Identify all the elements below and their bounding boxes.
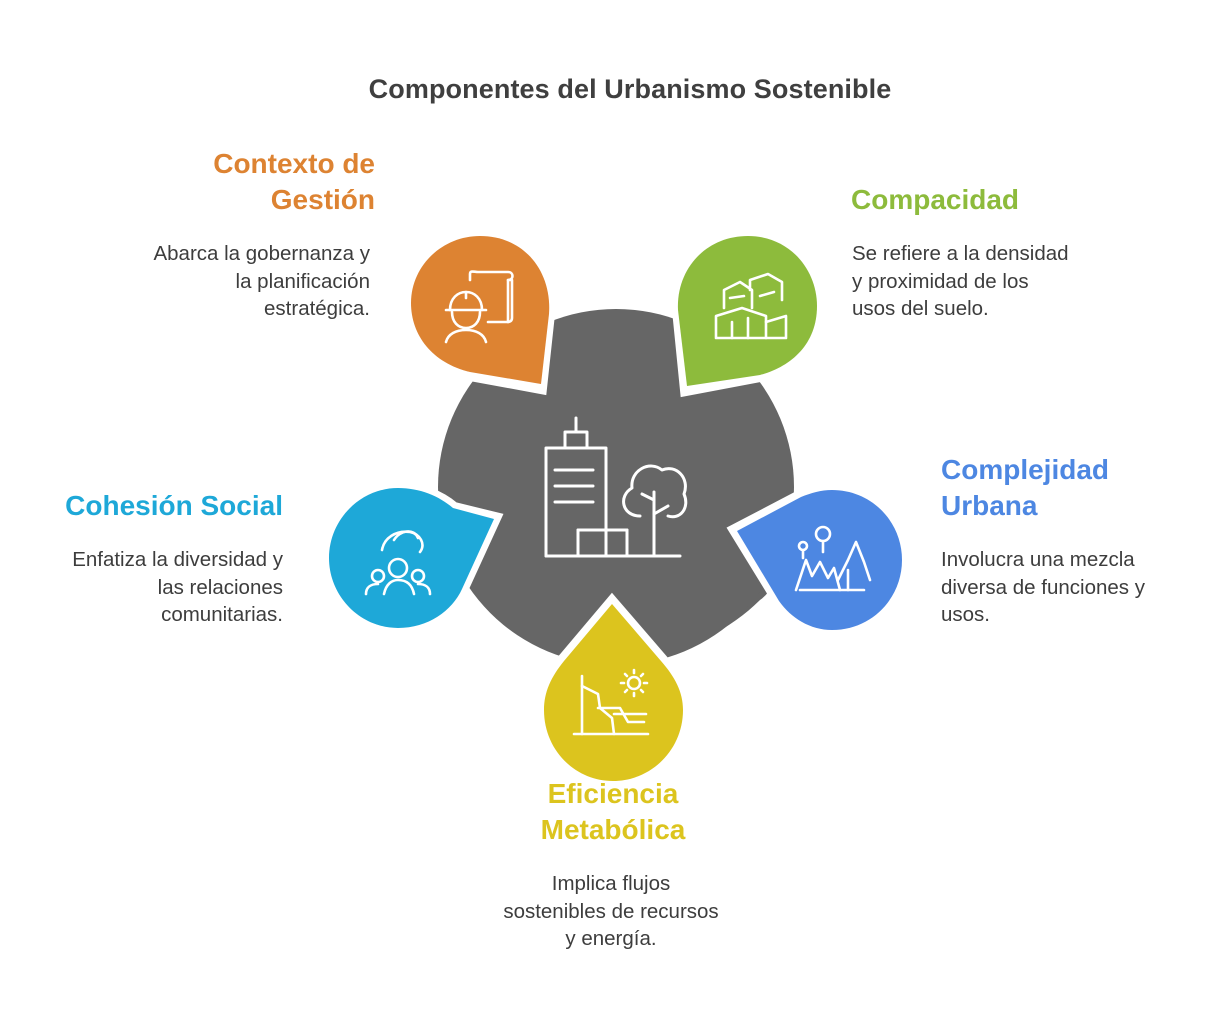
complejidad-description-line-2: diversa de funciones y xyxy=(941,575,1145,599)
gestion-description-line-1: Abarca la gobernanza y xyxy=(153,242,370,265)
petal-complejidad-shape xyxy=(737,490,902,630)
eficiencia-heading: Eficiencia Metabólica xyxy=(463,776,763,848)
compacidad-description-line-1: Se refiere a la densidad xyxy=(852,242,1069,265)
cohesion-heading-line-1: Cohesión Social xyxy=(65,490,283,521)
cohesion-description-line-3: comunitarias. xyxy=(161,603,283,626)
eficiencia-description-line-2: sostenibles de recursos xyxy=(503,899,719,923)
petal-eficiencia-shape xyxy=(544,604,683,781)
cohesion-description-line-2: las relaciones xyxy=(157,575,283,599)
city-building-tree-icon xyxy=(544,416,688,558)
gestion-heading: Contexto de Gestión xyxy=(75,146,375,218)
complejidad-heading: Complejidad Urbana xyxy=(941,452,1109,524)
compacidad-description: Se refiere a la densidad y proximidad de… xyxy=(852,240,1069,323)
complejidad-description: Involucra una mezcla diversa de funcione… xyxy=(941,546,1145,629)
petal-complejidad[interactable] xyxy=(726,483,909,637)
gestion-description-line-2: la planificación xyxy=(235,269,370,293)
complejidad-description-line-1: Involucra una mezcla xyxy=(941,548,1135,571)
gestion-text-block: Contexto de Gestión xyxy=(75,146,375,218)
cohesion-heading: Cohesión Social xyxy=(0,488,283,524)
gestion-description-line-3: estratégica. xyxy=(264,297,370,320)
gestion-heading-line-1: Contexto de xyxy=(213,148,375,179)
diagram-title: Componentes del Urbanismo Sostenible xyxy=(368,74,892,104)
compacidad-description-line-3: usos del suelo. xyxy=(852,297,989,320)
petal-compacidad[interactable] xyxy=(671,229,825,398)
gestion-heading-line-2: Gestión xyxy=(270,184,375,215)
eficiencia-heading-line-1: Eficiencia xyxy=(547,778,679,809)
compacidad-heading: Compacidad xyxy=(851,182,1019,218)
compacidad-heading-line-1: Compacidad xyxy=(851,184,1020,215)
eficiencia-description: Implica flujos sostenibles de recursos y… xyxy=(461,870,761,953)
eficiencia-description-line-3: y energía. xyxy=(565,927,657,950)
people-trees-icon xyxy=(794,525,872,592)
complejidad-heading-line-2: Urbana xyxy=(941,490,1038,521)
compacidad-description-line-2: y proximidad de los xyxy=(852,269,1029,293)
cohesion-description-line-1: Enfatiza la diversidad y xyxy=(72,548,283,571)
complejidad-description-line-3: usos. xyxy=(941,603,990,626)
eficiencia-description-line-1: Implica flujos xyxy=(551,872,671,895)
petal-cohesion[interactable] xyxy=(321,481,504,635)
sun-dam-icon xyxy=(572,668,650,736)
clustered-buildings-icon xyxy=(714,272,788,340)
complejidad-heading-line-1: Complejidad xyxy=(941,454,1110,485)
eficiencia-heading-line-2: Metabólica xyxy=(540,814,686,845)
community-hands-icon xyxy=(364,530,432,596)
petal-eficiencia[interactable] xyxy=(536,592,691,789)
gestion-description: Abarca la gobernanza y la planificación … xyxy=(70,240,370,323)
center-hub-body xyxy=(438,309,794,665)
petal-cohesion-shape xyxy=(329,488,494,628)
engineer-blueprint-icon xyxy=(444,270,514,344)
cohesion-description: Enfatiza la diversidad y las relaciones … xyxy=(0,546,283,629)
